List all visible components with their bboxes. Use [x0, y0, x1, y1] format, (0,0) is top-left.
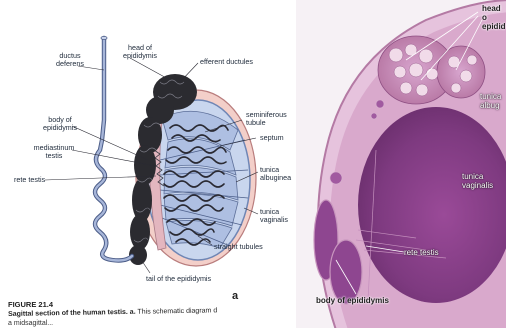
- photo-label-head-of-epididymis: head o epidid: [482, 4, 506, 31]
- label-body-of-epididymis: body of epididymis: [40, 116, 80, 132]
- ductus-deferens: [95, 36, 132, 260]
- caption-text: This schematic diagram d: [136, 307, 218, 315]
- label-tunica-vaginalis: tunica vaginalis: [260, 208, 288, 224]
- label-seminiferous-tubule: seminiferous tubule: [246, 111, 287, 127]
- label-head-of-epididymis: head of epididymis: [118, 44, 162, 60]
- label-rete-testis: rete testis: [14, 176, 45, 184]
- label-ductus-deferens: ductus deferens: [50, 52, 90, 68]
- photo-label-body-of-epididymis: body of epididymis: [316, 296, 389, 305]
- lobules: [162, 111, 238, 248]
- label-tail-of-epididymis: tail of the epididymis: [146, 275, 211, 283]
- label-septum: septum: [260, 134, 284, 142]
- panel-letter-a: a: [232, 290, 238, 302]
- label-efferent-ductules: efferent ductules: [200, 58, 253, 66]
- label-tunica-albuginea: tunica albuginea: [260, 166, 291, 182]
- testis-micrograph: [296, 0, 506, 328]
- figure-caption-line-2: a midsagittal...: [8, 320, 53, 327]
- photo-label-rete-testis: rete testis: [404, 248, 439, 257]
- label-straight-tubules: straight tubules: [214, 243, 263, 251]
- photo-label-tunica-albuginea: tunica albug: [480, 92, 501, 110]
- photo-label-tunica-vaginalis: tunica vaginalis: [462, 172, 493, 190]
- figure-number: FIGURE 21.4: [8, 300, 53, 309]
- caption-bold: Sagittal section of the human testis. a.: [8, 309, 136, 318]
- label-mediastinum-testis: mediastinum testis: [32, 144, 76, 160]
